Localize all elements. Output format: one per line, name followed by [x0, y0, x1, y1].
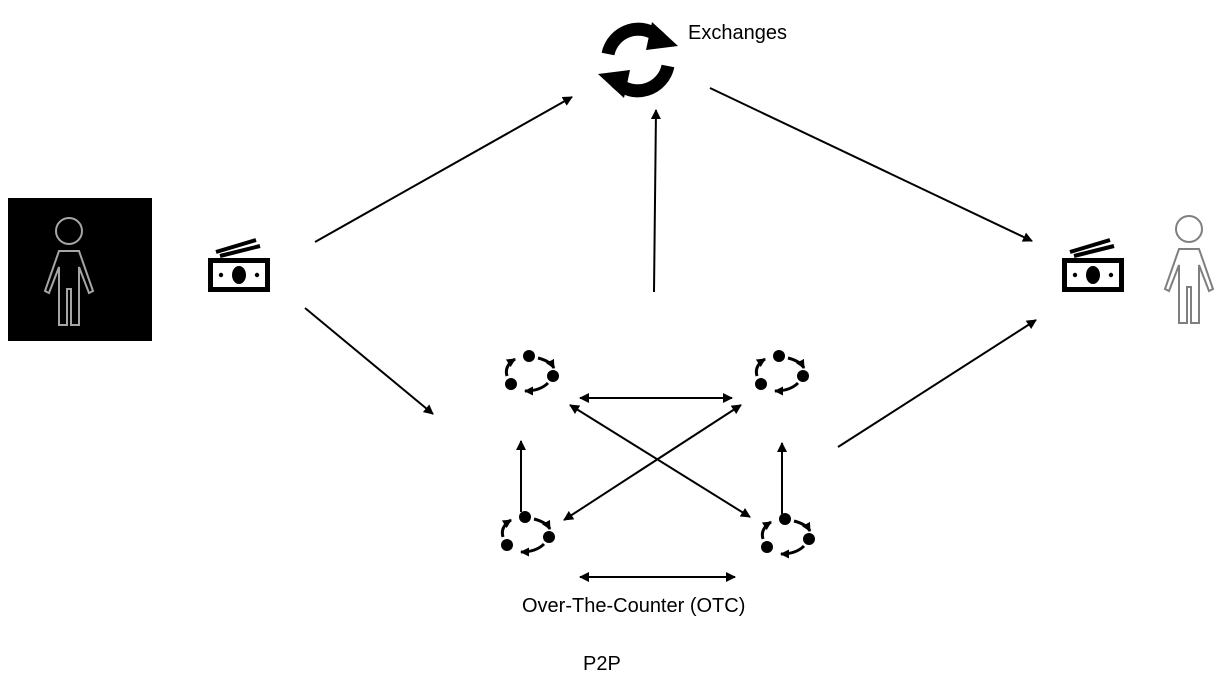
- exchanges-label: Exchanges: [688, 22, 787, 44]
- arrow-otc-to-exchanges: [650, 109, 661, 293]
- sender-money-icon: [206, 238, 272, 294]
- arrow-exchanges-to-receiver: [709, 87, 1033, 242]
- p2p-label: P2P: [583, 653, 621, 675]
- receiver-person-icon: [1164, 215, 1214, 324]
- arrow-sender-to-otc: [304, 307, 434, 415]
- arrow-otc-diagonal-down: [569, 404, 751, 518]
- otc-label: Over-The-Counter (OTC): [522, 595, 746, 617]
- exchange-sync-icon: [598, 22, 678, 98]
- otc-node-bottom-left-icon: [501, 511, 555, 552]
- arrow-sender-to-exchanges: [314, 96, 573, 243]
- otc-node-top-right-icon: [755, 350, 809, 391]
- arrow-otc-diagonal-up: [563, 404, 742, 521]
- otc-node-bottom-right-icon: [761, 513, 815, 554]
- arrow-otc-to-receiver: [837, 319, 1037, 448]
- otc-node-top-left-icon: [505, 350, 559, 391]
- receiver-money-icon: [1060, 238, 1126, 294]
